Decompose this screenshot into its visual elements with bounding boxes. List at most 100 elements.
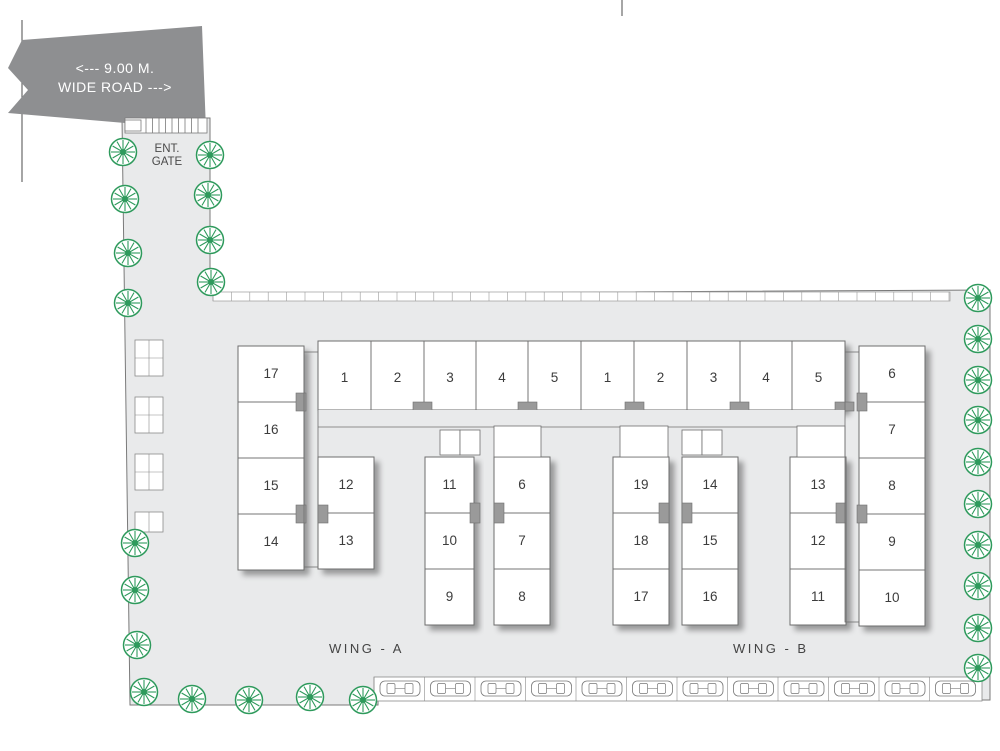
tree-branch <box>137 646 144 656</box>
tree-branch <box>211 155 221 162</box>
tree-branch <box>967 497 977 504</box>
tree-branch <box>979 298 989 305</box>
tree-branch <box>979 545 989 552</box>
stair-core <box>729 401 750 412</box>
tree-branch <box>135 532 142 542</box>
unit-label-row1: 1 <box>340 370 349 385</box>
tree-branch <box>210 144 217 154</box>
tree-branch <box>971 546 978 556</box>
unit-label-a-left: 16 <box>263 422 279 437</box>
tree-branch <box>356 689 363 699</box>
tree-branch <box>128 242 135 252</box>
tree-branch <box>193 692 203 699</box>
tree-icon <box>122 630 152 660</box>
tree-trunk <box>975 295 981 301</box>
tree-branch <box>138 638 148 645</box>
tree-trunk <box>207 237 213 243</box>
unit-label-a-left: 17 <box>263 366 279 381</box>
tree-trunk <box>125 300 131 306</box>
car-icon <box>884 680 926 697</box>
tree-branch <box>299 697 309 704</box>
tree-branch <box>363 689 370 699</box>
tree-branch <box>978 381 985 391</box>
stair-core <box>856 392 868 412</box>
unit-cell <box>858 569 926 627</box>
tree-branch <box>978 299 985 309</box>
lift-box <box>493 425 542 458</box>
unit-label-b-right: 6 <box>888 366 896 381</box>
tree-branch <box>116 153 123 163</box>
tree-branch <box>135 591 142 601</box>
tree-branch <box>979 668 989 675</box>
tree-branch <box>967 586 977 593</box>
tree-branch <box>971 409 978 419</box>
tree-branch <box>210 229 217 239</box>
unit-cell <box>493 568 551 626</box>
tree-trunk <box>132 540 138 546</box>
tree-branch <box>135 544 142 554</box>
tree-trunk <box>125 250 131 256</box>
tree-trunk <box>134 642 140 648</box>
road <box>8 26 208 134</box>
tree-branch <box>967 420 977 427</box>
tree-branch <box>978 575 985 585</box>
tree-branch <box>971 669 978 679</box>
corridor <box>318 410 845 427</box>
tree-branch <box>971 451 978 461</box>
tree-branch <box>137 693 144 703</box>
tree-branch <box>971 299 978 309</box>
stair-core <box>493 502 505 524</box>
tree-branch <box>238 700 248 707</box>
car-icon <box>531 680 572 697</box>
tree-branch <box>979 538 989 545</box>
tree-branch <box>238 693 248 700</box>
road-label-line1: <--- 9.00 M. <box>75 60 155 76</box>
unit-label-row1: 4 <box>762 370 770 385</box>
tree-icon <box>963 530 993 560</box>
tree-row <box>108 137 993 715</box>
tree-branch <box>242 689 249 699</box>
tree-branch <box>978 505 985 515</box>
tree-branch <box>249 689 256 699</box>
tree-branch <box>203 229 210 239</box>
tree-branch <box>118 200 125 210</box>
tree-branch <box>978 534 985 544</box>
tree-icon <box>963 571 993 601</box>
tree-branch <box>971 587 978 597</box>
tree-branch <box>137 634 144 644</box>
tree-branch <box>128 532 135 542</box>
car-icon <box>632 680 673 697</box>
tree-trunk <box>975 542 981 548</box>
tree-branch <box>208 184 215 194</box>
tree-branch <box>128 304 135 314</box>
tree-branch <box>978 657 985 667</box>
unit-label-b-mid: 13 <box>810 477 826 492</box>
tree-branch <box>197 195 207 202</box>
tree-branch <box>114 192 124 199</box>
tree-trunk <box>189 696 195 702</box>
stair-core <box>469 502 481 524</box>
lift-box <box>439 429 461 456</box>
tree-branch <box>209 195 219 202</box>
tree-branch <box>136 583 146 590</box>
tree-branch <box>978 629 985 639</box>
tree-branch <box>967 538 977 545</box>
tree-branch <box>971 287 978 297</box>
tree-branch <box>967 621 977 628</box>
tree-trunk <box>975 459 981 465</box>
tree-branch <box>979 420 989 427</box>
tree-trunk <box>132 587 138 593</box>
tree-branch <box>211 240 221 247</box>
tree-icon <box>295 682 325 712</box>
tree-branch <box>249 701 256 711</box>
tree-branch <box>978 340 985 350</box>
tree-trunk <box>205 192 211 198</box>
unit-label-b-tower-l: 19 <box>633 477 649 492</box>
tree-branch <box>979 497 989 504</box>
stair-core <box>856 504 868 524</box>
tree-trunk <box>975 583 981 589</box>
road-shape <box>8 26 206 130</box>
tree-branch <box>137 681 144 691</box>
tree-branch <box>971 617 978 627</box>
parking-row <box>373 676 983 702</box>
